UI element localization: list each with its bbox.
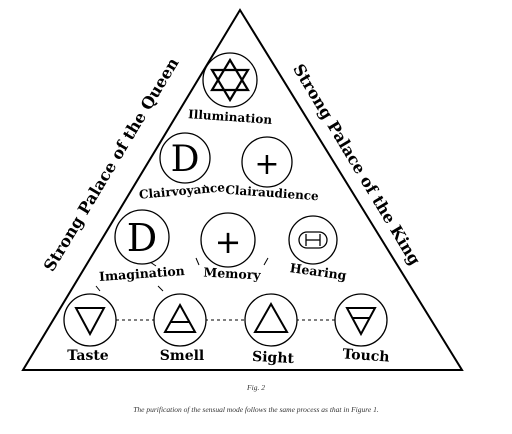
row-ticks <box>95 184 269 292</box>
hexagram-icon <box>210 57 250 103</box>
label-taste: Taste <box>67 348 108 364</box>
label-illumination: Illumination <box>188 107 273 127</box>
node-imagination: D Imagination <box>99 209 186 284</box>
label-imagination: Imagination <box>99 263 186 284</box>
node-taste: Taste <box>63 293 117 364</box>
symbol-clairvoyance: D <box>171 139 200 180</box>
air-triangle-icon <box>163 302 197 333</box>
air-rectangle-icon <box>298 231 328 249</box>
symbol-imagination: D <box>127 216 157 260</box>
node-touch: Touch <box>334 293 390 366</box>
node-clairvoyance: D Clairvoyance <box>138 132 226 202</box>
label-memory: Memory <box>203 265 262 283</box>
symbol-clairaudience: + <box>254 147 279 182</box>
figure-number: Fig. 2 <box>247 383 265 392</box>
outer-triangle <box>21 8 464 371</box>
earth-triangle-icon <box>345 307 377 337</box>
label-touch: Touch <box>342 346 390 365</box>
node-memory: + Memory <box>200 212 262 283</box>
node-sight: Sight <box>244 293 298 367</box>
label-clairvoyance: Clairvoyance <box>138 180 225 201</box>
fire-triangle-icon <box>253 301 289 333</box>
node-smell: Smell <box>153 293 207 364</box>
label-smell: Smell <box>160 348 204 364</box>
node-hearing: Hearing <box>288 215 348 283</box>
water-triangle-icon <box>74 307 106 337</box>
label-hearing: Hearing <box>289 260 348 283</box>
label-sight: Sight <box>252 349 295 367</box>
node-illumination: Illumination <box>188 52 273 127</box>
symbol-memory: + <box>215 223 242 261</box>
node-clairaudience: + Clairaudience <box>225 136 320 204</box>
figure-caption: The purification of the sensual mode fol… <box>133 405 379 414</box>
label-clairaudience: Clairaudience <box>225 183 320 204</box>
